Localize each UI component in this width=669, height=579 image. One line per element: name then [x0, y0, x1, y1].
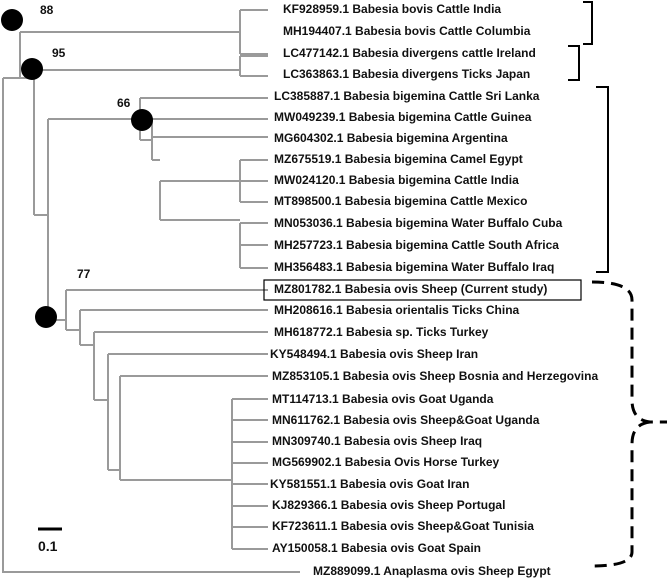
leaf-label: AY150058.1 Babesia ovis Goat Spain: [272, 541, 481, 555]
leaf-label: MH618772.1 Babesia sp. Ticks Turkey: [274, 325, 489, 339]
bracket-bigemina: [596, 86, 609, 273]
leaf-label: MW049239.1 Babesia bigemina Cattle Guine…: [274, 110, 532, 124]
bracket-divergens: [568, 45, 580, 81]
leaf-label: MT114713.1 Babesia ovis Goat Uganda: [272, 392, 494, 406]
leaf-label: MZ675519.1 Babesia bigemina Camel Egypt: [274, 152, 523, 166]
leaf-label: LC385887.1 Babesia bigemina Cattle Sri L…: [274, 89, 540, 103]
leaf-label: KF928959.1 Babesia bovis Cattle India: [283, 2, 501, 16]
support-value-bigemina: 66: [117, 96, 131, 110]
leaf-label: MH356483.1 Babesia bigemina Water Buffal…: [274, 260, 554, 274]
leaf-label: MN309740.1 Babesia ovis Sheep Iraq: [272, 434, 482, 448]
leaf-label: MH208616.1 Babesia orientalis Ticks Chin…: [274, 303, 520, 317]
support-value-ovis: 77: [77, 267, 91, 281]
leaf-label: MH194407.1 Babesia bovis Cattle Columbia: [283, 24, 531, 38]
support-value-divergens: 95: [52, 46, 66, 60]
leaf-label: KF723611.1 Babesia ovis Sheep&Goat Tunis…: [272, 519, 534, 533]
bracket-bovis: [583, 1, 593, 45]
leaf-label: KY581551.1 Babesia ovis Goat Iran: [270, 477, 469, 491]
leaf-label: MW024120.1 Babesia bigemina Cattle India: [274, 173, 519, 187]
leaf-label: MZ853105.1 Babesia ovis Sheep Bosnia and…: [272, 369, 598, 383]
leaf-label: MN053036.1 Babesia bigemina Water Buffal…: [274, 216, 563, 230]
leaf-label: MG604302.1 Babesia bigemina Argentina: [274, 131, 508, 145]
leaf-label: MH257723.1 Babesia bigemina Cattle South…: [274, 238, 559, 252]
node-dot-ovis: [35, 306, 57, 328]
leaf-label-current-study: MZ801782.1 Babesia ovis Sheep (Current s…: [274, 282, 547, 296]
tree-branches: [2, 9, 300, 573]
leaf-label-outgroup: MZ889099.1 Anaplasma ovis Sheep Egypt: [313, 564, 551, 578]
leaf-labels: KF928959.1 Babesia bovis Cattle India MH…: [270, 2, 598, 578]
leaf-label: KJ829366.1 Babesia ovis Sheep Portugal: [272, 498, 505, 512]
bracket-ovis-dashed: [591, 280, 667, 568]
leaf-label: MN611762.1 Babesia ovis Sheep&Goat Ugand…: [272, 413, 540, 427]
leaf-label: LC363863.1 Babesia divergens Ticks Japan: [283, 67, 530, 81]
current-study-highlight-box: [263, 279, 582, 301]
scale-bar-label: 0.1: [38, 538, 58, 554]
node-dot-divergens: [21, 58, 43, 80]
leaf-label: LC477142.1 Babesia divergens cattle Irel…: [283, 46, 536, 60]
branch-root: [2, 78, 300, 573]
node-dot-bovis: [1, 9, 23, 31]
leaf-label: MT898500.1 Babesia bigemina Cattle Mexic…: [274, 194, 527, 208]
node-dot-bigemina: [131, 109, 153, 131]
leaf-label: KY548494.1 Babesia ovis Sheep Iran: [270, 347, 478, 361]
support-value-bovis: 88: [40, 3, 54, 17]
leaf-label: MG569902.1 Babesia Ovis Horse Turkey: [272, 455, 500, 469]
